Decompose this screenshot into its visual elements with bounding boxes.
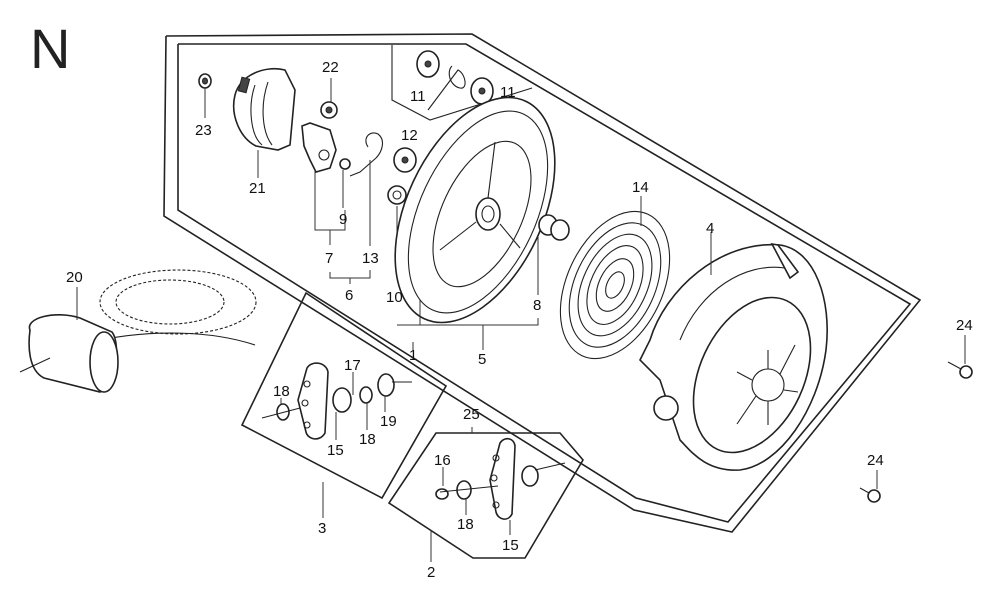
section-letter: N [30,17,70,80]
leader-5 [397,318,539,326]
label-17: 17 [344,357,361,374]
label-15-grip-kit: 15 [502,537,519,554]
part-12-washer[interactable] [393,147,417,173]
part-24-bolt-lower[interactable] [859,470,881,503]
label-10: 10 [386,289,403,306]
label-3: 3 [318,520,326,537]
label-12: 12 [401,127,418,144]
label-11-right: 11 [500,84,516,101]
label-19: 19 [380,413,397,430]
label-21: 21 [249,180,266,197]
label-11-left: 11 [410,88,426,105]
label-2: 2 [427,564,435,581]
part-8-collar[interactable] [537,214,570,295]
part-21-ratchet-guide[interactable] [233,68,296,178]
label-22: 22 [322,59,339,76]
label-7: 7 [325,250,333,267]
leader-6 [329,270,371,279]
label-15-grip-set: 15 [327,442,344,459]
label-4: 4 [706,220,714,237]
label-8: 8 [533,297,541,314]
label-18-middle: 18 [359,431,376,448]
part-22-washer[interactable] [320,78,338,119]
label-13: 13 [362,250,379,267]
part-11-washer-left[interactable] [416,50,440,78]
label-18-left: 18 [273,383,290,400]
label-20: 20 [66,269,83,286]
label-1: 1 [409,347,417,364]
part-11-spring[interactable] [427,65,466,111]
part-9-pin[interactable] [339,158,351,208]
label-6: 6 [345,287,353,304]
label-24-upper: 24 [956,317,973,334]
part-5-reel[interactable] [363,73,588,348]
part-4-starter-case[interactable] [639,232,834,471]
part-23-nut[interactable] [198,73,212,118]
label-24-lower: 24 [867,452,884,469]
part-20-starter-rope[interactable] [19,269,257,393]
part-25-grip-kit[interactable] [430,427,566,562]
subassembly-frame-2 [387,432,584,559]
label-18-kit: 18 [457,516,474,533]
part-3-grip-set[interactable] [261,362,412,518]
assembly-frame-1 [163,33,922,533]
label-16: 16 [434,452,451,469]
label-25: 25 [463,406,480,423]
label-5: 5 [478,351,486,368]
part-13-ratchet-spring[interactable] [349,132,384,246]
label-23: 23 [195,122,212,139]
part-24-bolt-upper[interactable] [947,335,973,379]
label-14: 14 [632,179,649,196]
label-9: 9 [339,211,347,228]
part-14-recoil-spring[interactable] [539,194,692,376]
subassembly-frame-3 [240,291,448,500]
part-7-ratchet[interactable] [301,122,346,245]
